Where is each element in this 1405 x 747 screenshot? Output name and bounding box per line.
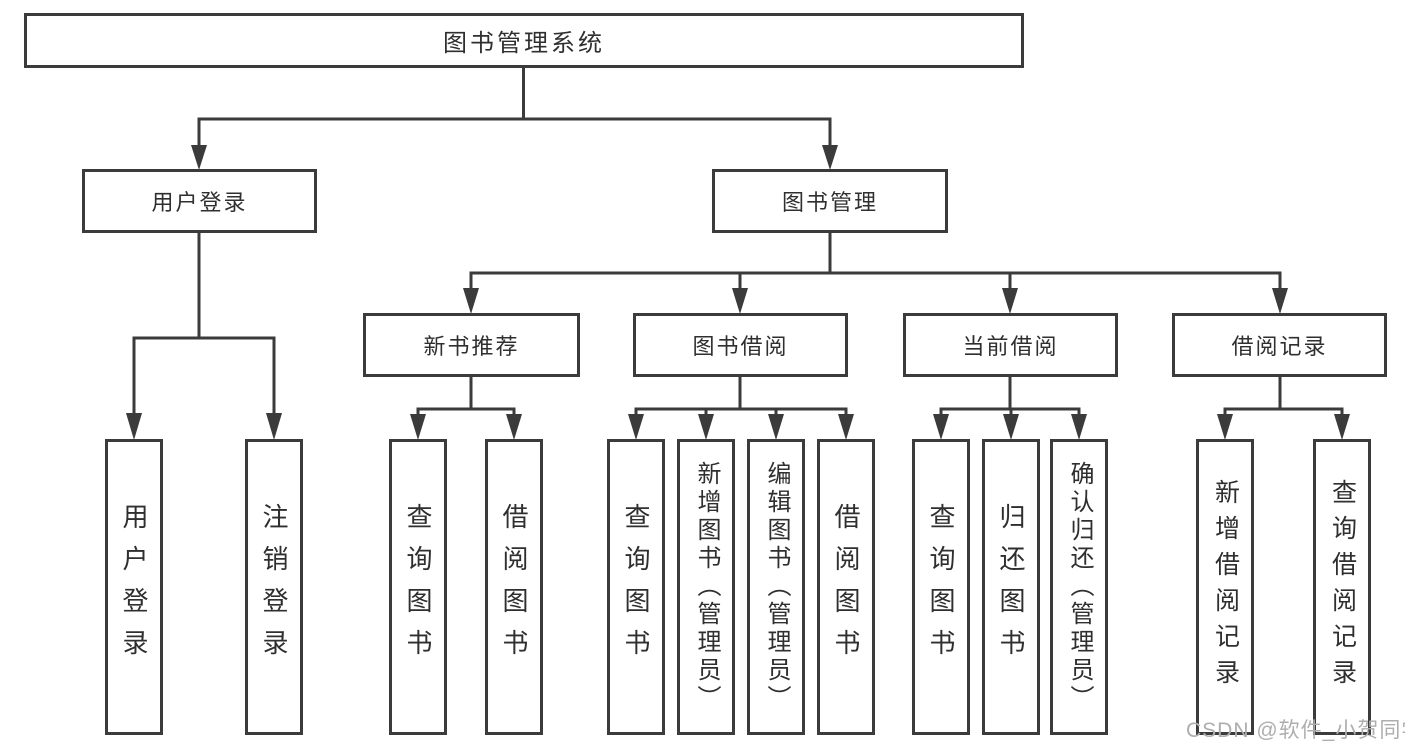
leaf-borrow-books-2-label: 借阅图书: [831, 503, 861, 671]
csdn-watermark: CSDN @软件_小贺同学: [1186, 719, 1405, 742]
leaf-query-books-1: 查询图书: [389, 439, 447, 735]
leaf-query-books-1-label: 查询图书: [403, 503, 433, 671]
node-borrowing-records: 借阅记录: [1172, 313, 1387, 377]
connector-book-management-children: [463, 233, 1288, 314]
node-new-book-recommendation: 新书推荐: [363, 313, 580, 377]
leaf-user-login-label: 用户登录: [119, 503, 149, 671]
connector-root-to-level2: [191, 68, 838, 170]
leaf-logout-label: 注销登录: [259, 503, 289, 671]
node-book-management-label: 图书管理: [781, 190, 878, 215]
node-user-login-label: 用户登录: [151, 190, 248, 215]
leaf-confirm-return-admin: 确认归还（管理员）: [1050, 439, 1108, 735]
leaf-return-books-label: 归还图书: [996, 503, 1026, 671]
leaf-add-borrow-record-label: 新增借阅记录: [1211, 479, 1240, 695]
leaf-query-borrow-record-label: 查询借阅记录: [1328, 479, 1357, 695]
leaf-return-books: 归还图书: [982, 439, 1040, 735]
leaf-query-borrow-record: 查询借阅记录: [1313, 439, 1371, 735]
leaf-borrow-books-2: 借阅图书: [817, 439, 875, 735]
leaf-borrow-books-1-label: 借阅图书: [499, 503, 529, 671]
leaf-user-login: 用户登录: [105, 439, 163, 735]
node-library-management-system-label: 图书管理系统: [443, 30, 605, 57]
connector-borrow-records-children: [1217, 377, 1350, 440]
leaf-query-books-2-label: 查询图书: [621, 503, 651, 671]
connector-book-borrow-children: [628, 377, 854, 440]
connector-user-login-children: [126, 233, 282, 440]
leaf-query-books-2: 查询图书: [607, 439, 665, 735]
node-library-management-system: 图书管理系统: [24, 13, 1024, 68]
connector-current-borrow-children: [933, 377, 1087, 440]
leaf-edit-books-admin: 编辑图书（管理员）: [747, 439, 805, 735]
node-user-login: 用户登录: [82, 169, 317, 233]
node-borrowing-records-label: 借阅记录: [1231, 334, 1328, 359]
node-book-management: 图书管理: [712, 169, 948, 233]
node-book-borrowing-label: 图书借阅: [692, 334, 789, 359]
node-current-borrowing-label: 当前借阅: [962, 334, 1059, 359]
leaf-add-books-admin-label: 新增图书（管理员）: [693, 461, 720, 713]
node-new-book-recommendation-label: 新书推荐: [423, 334, 520, 359]
node-current-borrowing: 当前借阅: [903, 313, 1118, 377]
leaf-logout: 注销登录: [245, 439, 303, 735]
leaf-confirm-return-admin-label: 确认归还（管理员）: [1066, 461, 1093, 713]
leaf-add-books-admin: 新增图书（管理员）: [677, 439, 735, 735]
leaf-borrow-books-1: 借阅图书: [485, 439, 543, 735]
node-book-borrowing: 图书借阅: [633, 313, 848, 377]
leaf-edit-books-admin-label: 编辑图书（管理员）: [763, 461, 790, 713]
leaf-add-borrow-record: 新增借阅记录: [1196, 439, 1254, 735]
connector-new-books-children: [410, 377, 522, 440]
leaf-query-books-3-label: 查询图书: [926, 503, 956, 671]
leaf-query-books-3: 查询图书: [912, 439, 970, 735]
